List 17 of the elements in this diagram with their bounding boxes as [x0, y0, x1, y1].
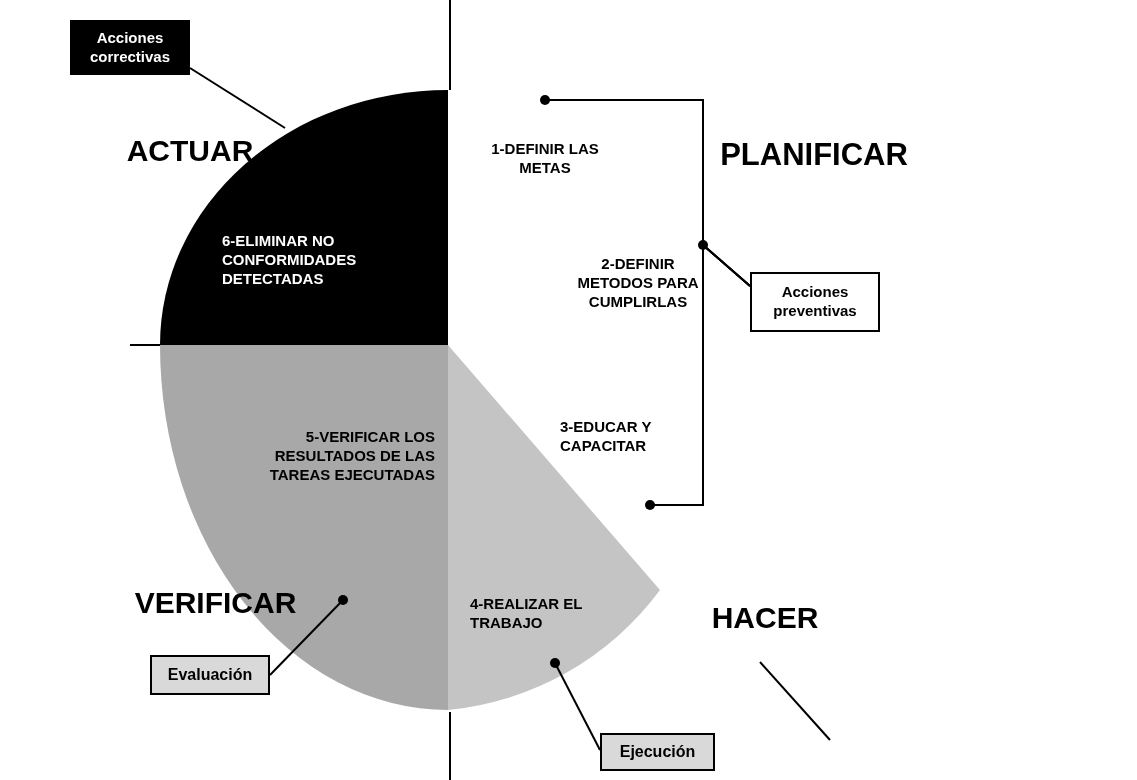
- section-heading: PLANIFICAR: [714, 132, 914, 172]
- step-text: 5-VERIFICAR LOS RESULTADOS DE LAS TAREAS EJECUTADAS: [245, 428, 435, 518]
- section-heading: VERIFICAR: [88, 580, 343, 620]
- step-text: 3-EDUCAR Y CAPACITAR: [560, 418, 695, 505]
- leader-line: [550, 658, 601, 751]
- section-heading: HACER: [690, 595, 840, 635]
- note-box: Evaluación: [150, 655, 270, 695]
- note-box: Ejecución: [600, 733, 715, 771]
- step-text: 4-REALIZAR EL TRABAJO: [470, 595, 595, 663]
- leader-line: [189, 67, 286, 129]
- note-box: Acciones preventivas: [750, 272, 880, 332]
- step-text: 2-DEFINIR METODOS PARA CUMPLIRLAS: [573, 245, 703, 320]
- leader-line: [269, 595, 348, 676]
- step-text: 6-ELIMINAR NO CONFORMIDADES DETECTADAS: [222, 232, 412, 302]
- section-heading: ACTUAR: [95, 128, 285, 166]
- note-box: Acciones correctivas: [70, 20, 190, 75]
- step-text: 1-DEFINIR LAS METAS: [490, 100, 600, 200]
